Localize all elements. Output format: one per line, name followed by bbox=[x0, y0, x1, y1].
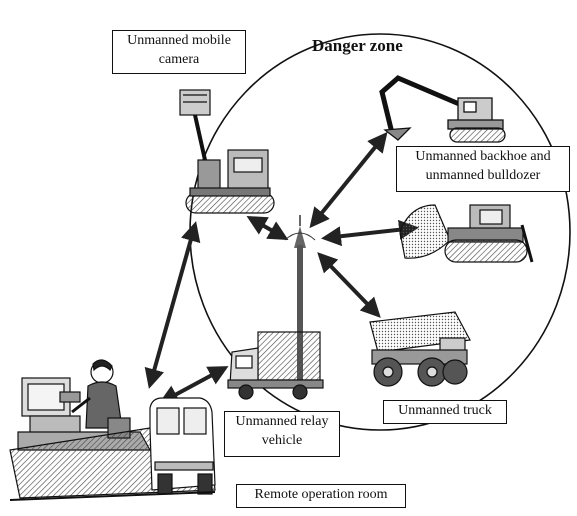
bulldozer-icon bbox=[399, 204, 534, 263]
label-unmanned-backhoe-bulldozer: Unmanned backhoe and unmanned bulldozer bbox=[396, 146, 570, 192]
relay-truck-icon bbox=[227, 331, 324, 400]
arrow-antenna-bulldozer bbox=[321, 219, 419, 247]
danger-zone-title: Danger zone bbox=[312, 36, 403, 55]
backhoe-icon bbox=[379, 75, 506, 143]
arrow-antenna-backhoe bbox=[309, 131, 388, 229]
control-room-truck-icon bbox=[9, 397, 216, 501]
camera-crane-icon bbox=[179, 89, 275, 214]
label-remote-operation-room: Remote operation room bbox=[236, 484, 406, 508]
arrow-antenna-camera bbox=[246, 216, 289, 240]
label-unmanned-mobile-camera: Unmanned mobile camera bbox=[112, 30, 246, 74]
arrow-relay-operator bbox=[158, 366, 229, 404]
arrow-antenna-truck bbox=[317, 252, 381, 318]
dump-truck-icon bbox=[369, 311, 471, 387]
arrow-camera-operator bbox=[144, 221, 201, 389]
label-unmanned-truck: Unmanned truck bbox=[383, 400, 507, 424]
label-unmanned-relay-vehicle: Unmanned relay vehicle bbox=[224, 411, 340, 457]
communication-arrows bbox=[144, 131, 419, 404]
